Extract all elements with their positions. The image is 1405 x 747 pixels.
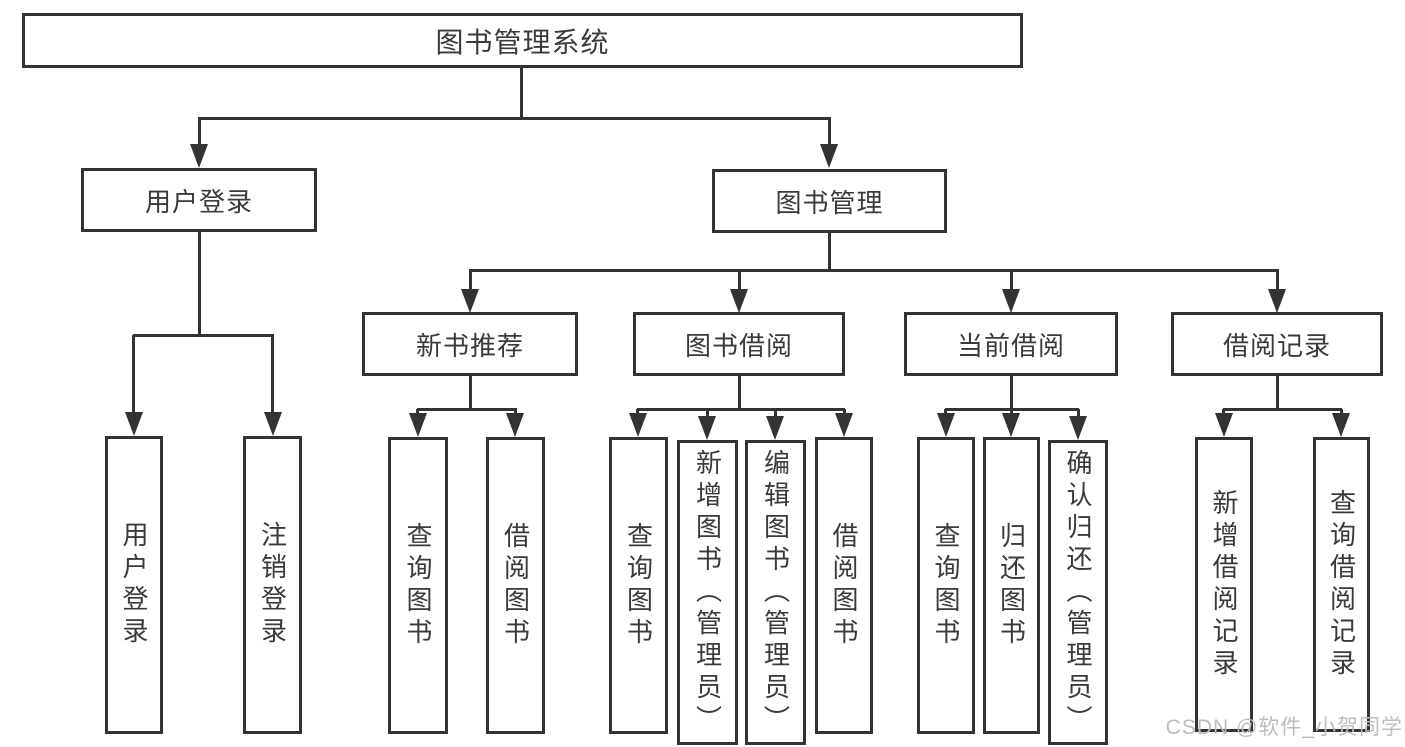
leaf-add-book-admin: 新增图书（管理员）: [677, 440, 738, 745]
arrow-down-icon: [835, 413, 853, 437]
leaf-borrow-query-book-label: 查询图书: [623, 521, 654, 650]
connector-user-login-bar: [133, 334, 274, 337]
connector-leaf-stub: [706, 409, 709, 419]
node-new-book-recommend: 新书推荐: [362, 312, 578, 376]
leaf-borrow-borrow-book: 借阅图书: [815, 437, 873, 734]
connector-leaf-stub: [774, 409, 777, 419]
connector-book-mgmt-stem: [828, 233, 831, 270]
arrow-down-icon: [264, 412, 282, 436]
leaf-edit-book-admin: 编辑图书（管理员）: [745, 440, 806, 745]
connector-root-stem: [520, 68, 523, 118]
node-book-borrow-label: 图书借阅: [684, 330, 793, 361]
arrow-down-icon: [125, 412, 143, 436]
arrow-down-icon: [698, 416, 716, 440]
leaf-current-query-book-label: 查询图书: [931, 521, 961, 650]
arrow-down-icon: [766, 416, 784, 440]
node-root: 图书管理系统: [22, 13, 1023, 68]
node-current-borrow-label: 当前借阅: [956, 330, 1065, 361]
leaf-return-book-label: 归还图书: [996, 521, 1027, 650]
leaf-user-login: 用户登录: [105, 436, 163, 734]
node-user-login-label: 用户登录: [144, 186, 253, 217]
leaf-borrow-borrow-book-label: 借阅图书: [829, 521, 859, 650]
arrow-down-icon: [629, 413, 647, 437]
connector-to-user-login: [198, 118, 201, 148]
connector-new-rec-bar: [417, 408, 517, 411]
arrow-down-icon: [1268, 289, 1286, 313]
connector-new-rec-stem: [469, 376, 472, 409]
arrow-down-icon: [1002, 289, 1020, 313]
arrow-down-icon: [1002, 413, 1020, 437]
arrow-down-icon: [1069, 416, 1087, 440]
arrow-down-icon: [1332, 413, 1350, 437]
leaf-borrow-query-book: 查询图书: [609, 437, 668, 734]
leaf-current-query-book: 查询图书: [917, 437, 975, 734]
connector-to-records: [1276, 270, 1279, 292]
arrow-down-icon: [937, 413, 955, 437]
leaf-confirm-return-admin: 确认归还（管理员）: [1048, 440, 1108, 745]
node-book-management-label: 图书管理: [775, 187, 884, 218]
leaf-query-borrow-record: 查询借阅记录: [1313, 437, 1370, 732]
leaf-query-borrow-record-label: 查询借阅记录: [1326, 488, 1357, 681]
node-book-management: 图书管理: [712, 169, 947, 233]
arrow-down-icon: [461, 289, 479, 313]
csdn-watermark: CSDN @软件_小贺同学: [1165, 716, 1403, 739]
leaf-logout-label: 注销登录: [257, 521, 288, 649]
arrow-down-icon: [409, 413, 427, 437]
connector-leaf-stub: [1077, 409, 1080, 419]
leaf-rec-query-book-label: 查询图书: [403, 521, 433, 650]
leaf-logout: 注销登录: [243, 436, 302, 734]
leaf-confirm-return-admin-label: 确认归还（管理员）: [1063, 448, 1093, 737]
node-book-borrow: 图书借阅: [633, 312, 845, 376]
connector-records-bar: [1223, 408, 1342, 411]
connector-current-stem: [1010, 376, 1013, 409]
leaf-user-login-label: 用户登录: [119, 521, 149, 649]
node-root-label: 图书管理系统: [435, 26, 610, 58]
connector-user-login-stem: [198, 232, 201, 335]
leaf-add-borrow-record: 新增借阅记录: [1195, 437, 1253, 732]
connector-borrow-stem: [738, 376, 741, 409]
node-new-book-recommend-label: 新书推荐: [415, 330, 524, 361]
connector-to-logout-leaf: [271, 335, 274, 413]
leaf-rec-borrow-book: 借阅图书: [486, 437, 545, 734]
arrow-down-icon: [190, 144, 208, 168]
node-borrow-records: 借阅记录: [1171, 312, 1383, 376]
leaf-rec-borrow-book-label: 借阅图书: [500, 521, 531, 650]
node-current-borrow: 当前借阅: [904, 312, 1118, 376]
connector-to-book-management: [828, 118, 831, 148]
arrow-down-icon: [1215, 413, 1233, 437]
leaf-return-book: 归还图书: [983, 437, 1040, 734]
leaf-edit-book-admin-label: 编辑图书（管理员）: [760, 448, 791, 737]
connector-to-new-rec: [469, 270, 472, 292]
connector-to-borrow: [738, 270, 741, 292]
node-user-login: 用户登录: [81, 168, 317, 232]
connector-records-stem: [1276, 376, 1279, 409]
leaf-rec-query-book: 查询图书: [388, 437, 448, 734]
arrow-down-icon: [820, 144, 838, 168]
connector-root-bar: [198, 117, 831, 120]
connector-to-current: [1010, 270, 1013, 292]
arrow-down-icon: [730, 289, 748, 313]
arrow-down-icon: [506, 413, 524, 437]
connector-to-login-leaf: [132, 335, 135, 413]
leaf-add-book-admin-label: 新增图书（管理员）: [692, 448, 723, 737]
leaf-add-borrow-record-label: 新增借阅记录: [1209, 488, 1239, 681]
connector-book-mgmt-bar: [469, 269, 1279, 272]
node-borrow-records-label: 借阅记录: [1222, 330, 1331, 361]
connector-borrow-bar: [637, 408, 845, 411]
